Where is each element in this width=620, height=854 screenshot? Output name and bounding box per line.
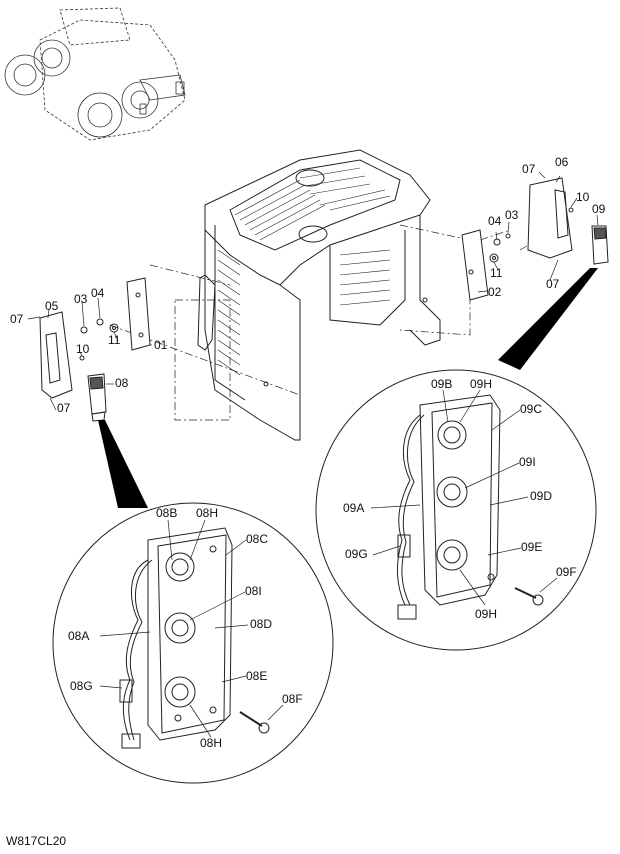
label-09E: 09E (521, 540, 542, 554)
label-04-right: 04 (488, 214, 502, 228)
label-09H-top: 09H (470, 377, 492, 391)
label-08E: 08E (246, 669, 267, 683)
label-11-right: 11 (490, 266, 503, 280)
label-09G: 09G (345, 547, 368, 561)
label-07-b: 07 (57, 401, 71, 415)
label-10-left: 10 (76, 342, 90, 356)
label-08F: 08F (282, 692, 303, 706)
label-08: 08 (115, 376, 129, 390)
label-07-d: 07 (546, 277, 560, 291)
label-08B: 08B (156, 506, 177, 520)
detail-circle-09 (315, 369, 597, 651)
label-08H-bottom: 08H (200, 736, 222, 750)
callout-cones (98, 268, 598, 508)
label-04-left: 04 (91, 286, 105, 300)
label-09B: 09B (431, 377, 452, 391)
detail-circle-08 (52, 502, 334, 784)
label-11-left: 11 (108, 333, 121, 347)
label-09F: 09F (556, 565, 577, 579)
label-09A: 09A (343, 501, 364, 515)
hood-assembly (109, 149, 546, 441)
right-bracket-assembly (461, 177, 609, 301)
label-08D: 08D (250, 617, 272, 631)
label-07-c: 07 (522, 162, 536, 176)
label-10-right: 10 (576, 190, 590, 204)
label-05: 05 (45, 299, 59, 313)
label-08A: 08A (68, 629, 89, 643)
label-09: 09 (592, 202, 606, 216)
label-07-a: 07 (10, 312, 24, 326)
label-09D: 09D (530, 489, 552, 503)
leader-lines (27, 171, 599, 738)
label-09C: 09C (520, 402, 542, 416)
left-bracket-assembly (39, 277, 151, 422)
label-09H-bottom: 09H (475, 607, 497, 621)
loader-thumbnail (4, 7, 186, 141)
label-09I: 09I (519, 455, 536, 469)
part-labels: 01 02 03 03 04 04 05 06 07 07 07 07 08 0… (10, 155, 606, 750)
label-02: 02 (488, 285, 502, 299)
drawing-code: W817CL20 (6, 834, 67, 848)
label-06: 06 (555, 155, 569, 169)
label-08C: 08C (246, 532, 268, 546)
label-08G: 08G (70, 679, 93, 693)
label-01: 01 (154, 338, 168, 352)
label-03-left: 03 (74, 292, 88, 306)
label-08I: 08I (245, 584, 262, 598)
label-08H-top: 08H (196, 506, 218, 520)
label-03-right: 03 (505, 208, 519, 222)
